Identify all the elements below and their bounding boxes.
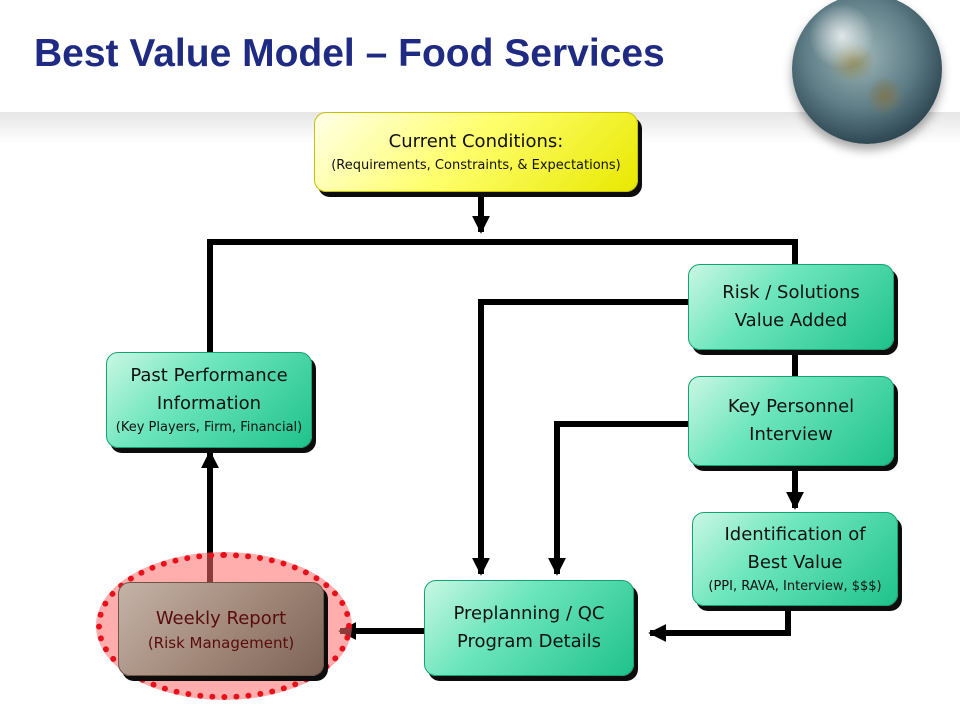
key-personnel-line1: Key Personnel xyxy=(727,396,855,417)
connector-identification-to-preplanning xyxy=(648,608,791,642)
globe-icon xyxy=(792,0,942,144)
connector-risk-to-preplanning xyxy=(472,299,688,576)
slide-title: Best Value Model – Food Services xyxy=(34,32,665,75)
risk-solutions-box: Risk / Solutions Value Added xyxy=(688,264,894,350)
current-conditions-subtitle: (Requirements, Constraints, & Expectatio… xyxy=(331,158,621,173)
connector-personnel-to-preplanning xyxy=(548,421,688,576)
weekly-report-box: Weekly Report (Risk Management) xyxy=(118,582,324,676)
identification-line2: Best Value xyxy=(747,552,843,573)
preplanning-line1: Preplanning / QC xyxy=(453,603,605,624)
weekly-report-line2: (Risk Management) xyxy=(147,634,295,652)
key-personnel-box: Key Personnel Interview xyxy=(688,376,894,466)
current-conditions-box: Current Conditions: (Requirements, Const… xyxy=(314,112,638,192)
past-performance-box: Past Performance Information (Key Player… xyxy=(106,352,312,448)
risk-solutions-line1: Risk / Solutions xyxy=(722,282,860,303)
preplanning-box: Preplanning / QC Program Details xyxy=(424,580,634,676)
past-performance-detail: (Key Players, Firm, Financial) xyxy=(115,420,303,435)
risk-solutions-line2: Value Added xyxy=(734,310,848,331)
identification-box: Identification of Best Value (PPI, RAVA,… xyxy=(692,512,898,606)
current-conditions-title: Current Conditions: xyxy=(388,131,564,152)
key-personnel-line2: Interview xyxy=(749,424,833,445)
identification-detail: (PPI, RAVA, Interview, $$$) xyxy=(708,579,882,594)
past-performance-line1: Past Performance xyxy=(130,365,288,386)
past-performance-line2: Information xyxy=(156,393,262,414)
identification-line1: Identification of xyxy=(724,524,866,545)
connector-loop xyxy=(207,239,798,352)
preplanning-line2: Program Details xyxy=(456,631,602,652)
weekly-report-line1: Weekly Report xyxy=(155,608,287,629)
